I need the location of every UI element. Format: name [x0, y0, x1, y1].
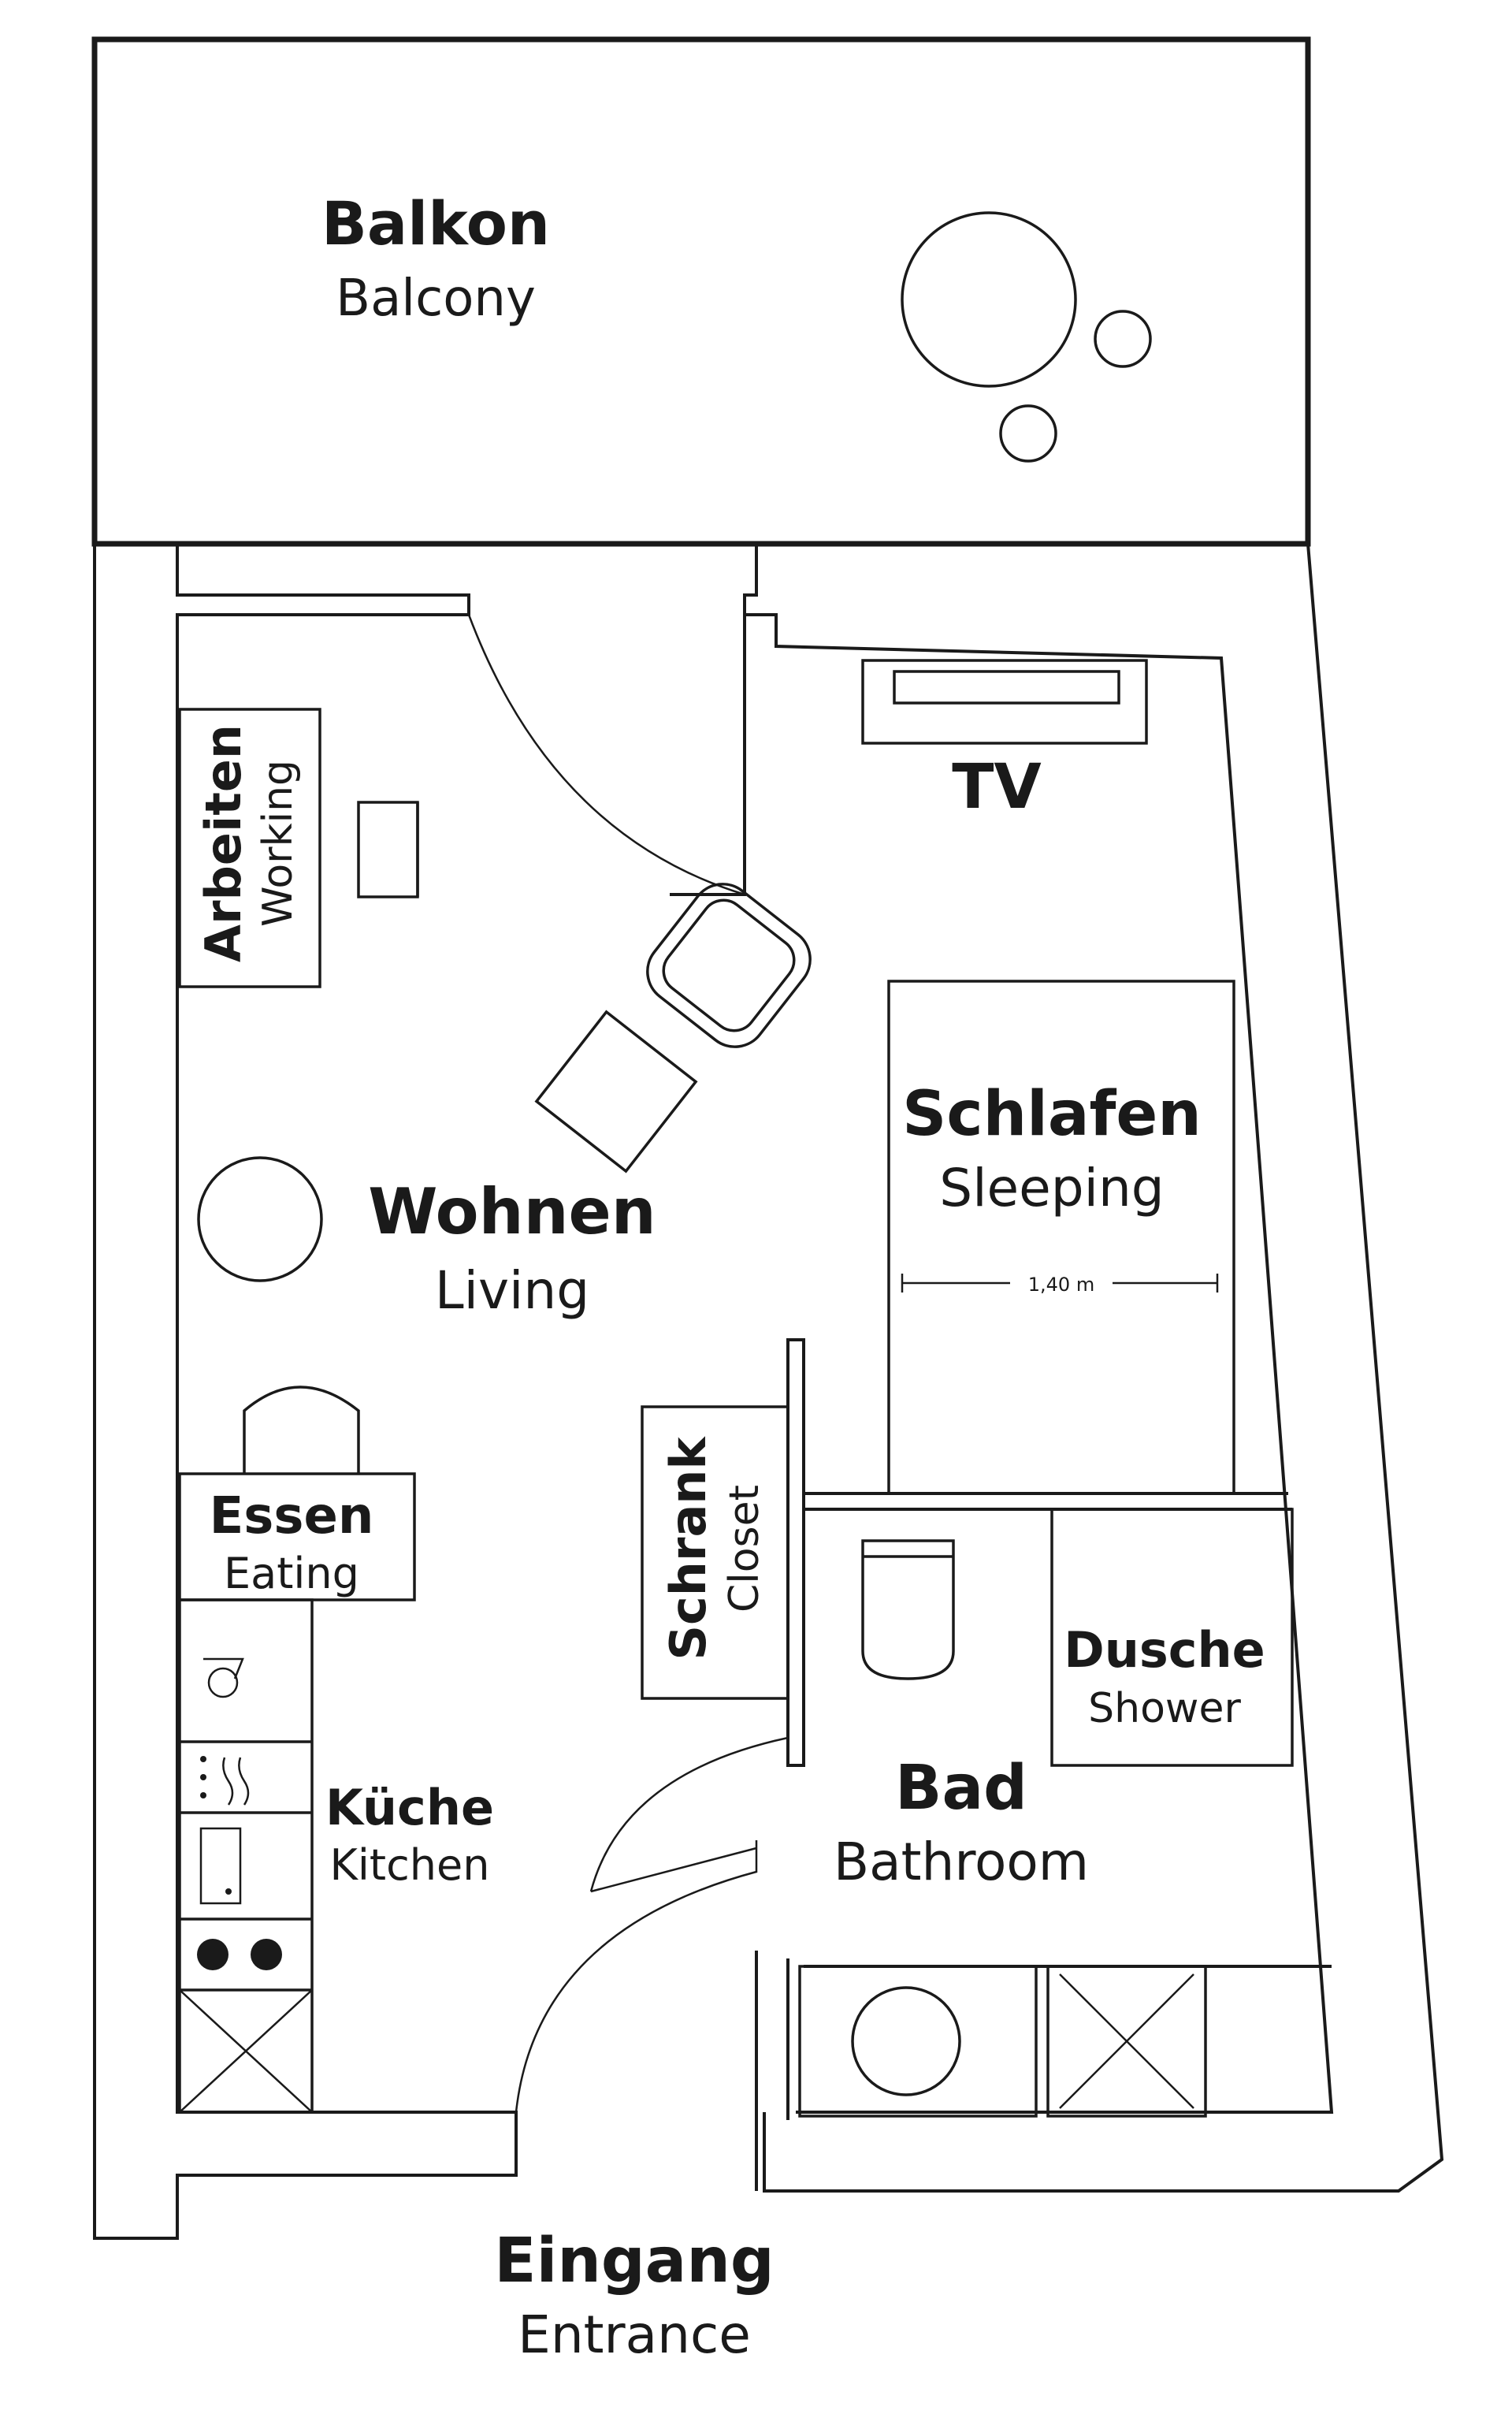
- living-label-en: Living: [435, 1260, 589, 1321]
- tv-cabinet: [861, 659, 1148, 745]
- bathroom-label-en: Bathroom: [834, 1832, 1089, 1892]
- shower-label-de: Dusche: [1064, 1621, 1265, 1679]
- desk: [178, 708, 321, 988]
- entrance-label-en: Entrance: [518, 2304, 751, 2365]
- sleeping-label-de: Schlafen: [902, 1079, 1202, 1150]
- outer-wall-outline: [93, 542, 518, 2240]
- armchair: [646, 883, 812, 1048]
- stove-burner-right-icon: [251, 1939, 282, 1970]
- bed: [887, 980, 1235, 1495]
- balcony-table: [901, 211, 1077, 388]
- closet-label-de: Schrank: [659, 1436, 717, 1661]
- bathroom-left-wall: [786, 1338, 805, 1767]
- dining-chair: [243, 1386, 360, 1474]
- bed-dim-gap: [1010, 1269, 1113, 1296]
- eating-label-de: Essen: [210, 1487, 374, 1545]
- outer-wall-left: [95, 542, 470, 615]
- living-label-de: Wohnen: [368, 1175, 656, 1248]
- bathroom-door-swing: [589, 1736, 789, 1892]
- stove-burner-left-icon: [197, 1939, 228, 1970]
- outer-wall-right: [756, 542, 1444, 2193]
- bathroom-label-de: Bad: [895, 1753, 1027, 1824]
- sink-icon: [199, 1827, 242, 1905]
- balcony-label-en: Balcony: [336, 270, 536, 328]
- balcony-label-de: Balkon: [321, 188, 550, 259]
- balcony-stool-1: [1094, 310, 1152, 368]
- eating-label-en: Eating: [224, 1549, 359, 1598]
- washing-machine-cabinet: [798, 1965, 1038, 2118]
- entrance-door-leaf: [590, 1847, 757, 1893]
- bath-storage-icon: [1059, 1973, 1194, 2109]
- washing-machine-drum: [851, 1986, 961, 2096]
- tv-label: TV: [952, 752, 1042, 823]
- balcony-stool-2: [999, 404, 1057, 463]
- living-round-table: [197, 1156, 323, 1282]
- bed-width-label: 1,40 m: [1028, 1274, 1094, 1296]
- closet-label-en: Closet: [721, 1485, 768, 1612]
- dishwasher-icon: [200, 1756, 250, 1806]
- entrance-door: [515, 1840, 758, 2113]
- kitchen-label-en: Kitchen: [330, 1840, 490, 1890]
- entrance-label-de: Eingang: [494, 2226, 774, 2297]
- balcony-door-jamb: [670, 615, 746, 896]
- shower: [1050, 1508, 1294, 1767]
- working-label-en: Working: [254, 760, 302, 927]
- bath-storage-cabinet: [1046, 1965, 1207, 2118]
- fridge-icon: [179, 1989, 313, 2113]
- kitchen-counter: [178, 1598, 314, 2114]
- tv-screen: [893, 670, 1120, 705]
- toilet: [861, 1539, 955, 1680]
- inner-wall-right: [743, 544, 1334, 2114]
- desk-chair: [357, 801, 419, 898]
- shower-label-en: Shower: [1088, 1685, 1241, 1732]
- side-table: [534, 1010, 698, 1174]
- coffee-machine-icon: [203, 1657, 244, 1698]
- working-label-de: Arbeiten: [195, 724, 252, 962]
- balcony-outline: [91, 36, 1311, 547]
- sleeping-label-en: Sleeping: [939, 1158, 1164, 1218]
- kitchen-label-de: Küche: [325, 1779, 494, 1836]
- closet: [641, 1405, 789, 1700]
- balcony-door-swing: [467, 614, 745, 896]
